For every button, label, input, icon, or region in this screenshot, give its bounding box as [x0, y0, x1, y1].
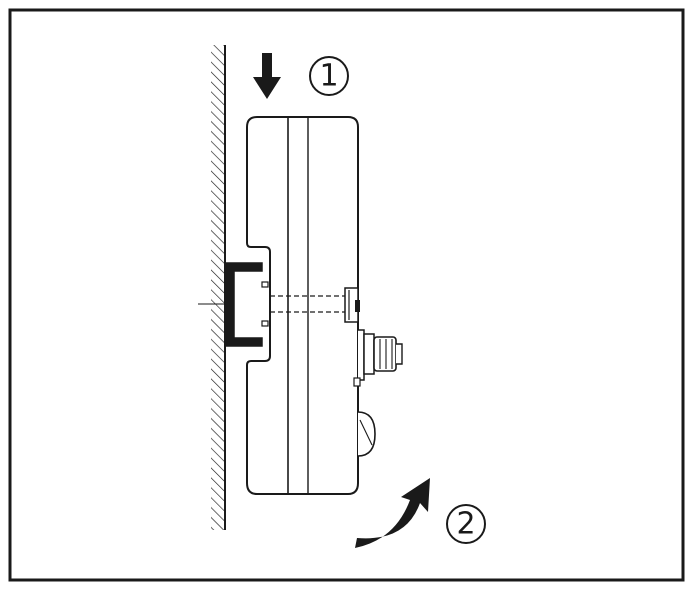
step-2-marker: 2 — [446, 504, 486, 544]
connector — [353, 329, 403, 387]
release-latch — [344, 287, 360, 323]
din-rail — [224, 262, 263, 347]
step-1-marker: 1 — [309, 56, 349, 96]
clip-notch-bottom — [261, 320, 269, 327]
device-housing — [246, 116, 359, 495]
wall — [211, 45, 226, 530]
diagram-frame — [8, 8, 685, 582]
step-1-label: 1 — [319, 59, 338, 94]
step-2-label: 2 — [456, 507, 475, 542]
clip-notch-top — [261, 281, 269, 288]
curved-arrow-up-icon — [355, 478, 430, 548]
arrow-down-icon — [253, 53, 281, 99]
round-knob — [357, 411, 376, 457]
